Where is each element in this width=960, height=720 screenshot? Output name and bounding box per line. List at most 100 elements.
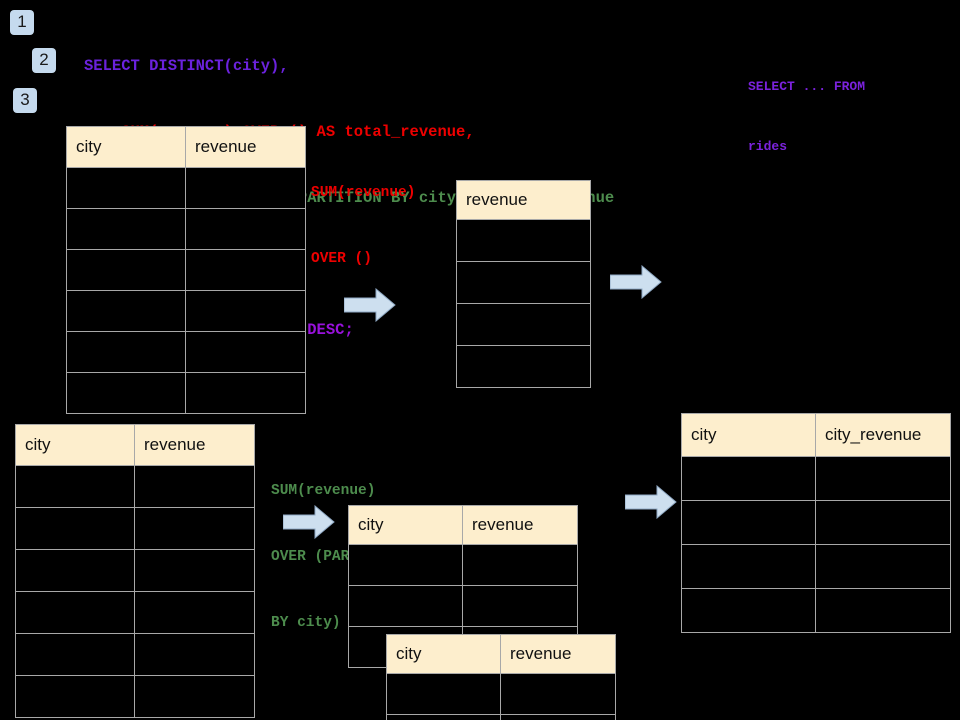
table-row <box>681 500 951 545</box>
annotation-sum-over-partition: SUM(revenue) OVER (PARTITION BY city) <box>271 436 402 678</box>
arrow-source-to-total <box>344 288 396 322</box>
cell-revenue <box>134 591 255 634</box>
cell-city-revenue <box>815 588 951 633</box>
cell-city <box>386 673 501 715</box>
cell-city <box>15 633 135 676</box>
column-header-city: city <box>386 634 501 674</box>
table-row <box>15 633 255 676</box>
cell-city <box>66 372 186 414</box>
cell-city <box>15 675 135 718</box>
cell-revenue <box>134 633 255 676</box>
table-header-row: city revenue <box>386 634 616 674</box>
table-row <box>66 249 306 291</box>
cell-city <box>348 585 463 627</box>
table-row <box>348 585 578 627</box>
cell-city <box>66 208 186 250</box>
table-row <box>15 591 255 634</box>
cell-city <box>681 456 816 501</box>
cell-city <box>15 591 135 634</box>
table-row <box>15 465 255 508</box>
table-header-row: revenue <box>456 180 591 220</box>
cell-revenue <box>134 465 255 508</box>
cell-revenue <box>500 714 616 720</box>
source-select-note-line-1: SELECT ... FROM <box>748 79 866 94</box>
table-row <box>66 372 306 414</box>
sql-line-select: SELECT DISTINCT(city), <box>84 57 289 75</box>
city-revenue-result-table: city city_revenue <box>681 413 951 633</box>
cell-revenue <box>134 549 255 592</box>
annotation-sum-over-empty-line-1: SUM(revenue) <box>311 185 416 201</box>
cell-revenue <box>185 331 306 373</box>
arrow-source2-to-partition <box>283 505 335 539</box>
arrow-total-to-result <box>610 265 662 299</box>
column-header-city: city <box>348 505 463 545</box>
table-header-row: city revenue <box>15 424 255 466</box>
table-row <box>681 544 951 589</box>
total-revenue-table: revenue <box>456 180 591 388</box>
column-header-revenue: revenue <box>134 424 255 466</box>
step-badge-1: 1 <box>10 10 34 35</box>
table-row <box>15 675 255 718</box>
cell-revenue <box>462 585 578 627</box>
column-header-revenue: revenue <box>462 505 578 545</box>
cell-city <box>66 331 186 373</box>
table-row <box>66 331 306 373</box>
cell-revenue <box>185 167 306 209</box>
table-row <box>348 544 578 586</box>
cell-city <box>15 549 135 592</box>
table-header-row: city revenue <box>348 505 578 545</box>
table-row <box>456 345 591 388</box>
cell-revenue <box>462 544 578 586</box>
source-select-note: SELECT ... FROM rides <box>748 37 865 197</box>
cell-city <box>66 290 186 332</box>
table-row <box>456 261 591 304</box>
cell-revenue <box>185 372 306 414</box>
cell-city-revenue <box>815 500 951 545</box>
partition-table-front: city revenue <box>386 634 616 720</box>
cell-city <box>681 544 816 589</box>
table-header-row: city city_revenue <box>681 413 951 457</box>
annotation-sum-over-partition-line-1: SUM(revenue) <box>271 483 376 499</box>
cell-city-revenue <box>815 456 951 501</box>
column-header-city: city <box>66 126 186 168</box>
column-header-city-revenue: city_revenue <box>815 413 951 457</box>
cell-revenue <box>456 219 591 262</box>
rides-source-table: city revenue <box>66 126 306 414</box>
cell-city-revenue <box>815 544 951 589</box>
table-row <box>66 167 306 209</box>
table-row <box>456 303 591 346</box>
cell-revenue <box>134 675 255 718</box>
cell-revenue <box>456 345 591 388</box>
cell-revenue <box>185 290 306 332</box>
table-row <box>456 219 591 262</box>
cell-revenue <box>456 261 591 304</box>
column-header-city: city <box>681 413 816 457</box>
table-header-row: city revenue <box>66 126 306 168</box>
column-header-revenue: revenue <box>456 180 591 220</box>
table-row <box>66 290 306 332</box>
source-select-note-line-2: rides <box>748 139 788 154</box>
annotation-sum-over-empty-line-2: OVER () <box>311 251 372 267</box>
table-row <box>15 507 255 550</box>
table-row <box>15 549 255 592</box>
table-row <box>681 588 951 633</box>
cell-city <box>15 465 135 508</box>
step-badge-2: 2 <box>32 48 56 73</box>
cell-city <box>66 249 186 291</box>
annotation-sum-over-empty: SUM(revenue) OVER () <box>311 138 415 314</box>
cell-city <box>681 588 816 633</box>
arrow-partition-to-result <box>625 485 677 519</box>
cell-city <box>15 507 135 550</box>
cell-revenue <box>456 303 591 346</box>
cell-city <box>386 714 501 720</box>
cell-city <box>681 500 816 545</box>
cell-revenue <box>185 208 306 250</box>
table-row <box>386 673 616 715</box>
table-row <box>681 456 951 501</box>
cell-city <box>66 167 186 209</box>
table-row <box>66 208 306 250</box>
column-header-revenue: revenue <box>185 126 306 168</box>
cell-city <box>348 544 463 586</box>
cell-revenue <box>185 249 306 291</box>
